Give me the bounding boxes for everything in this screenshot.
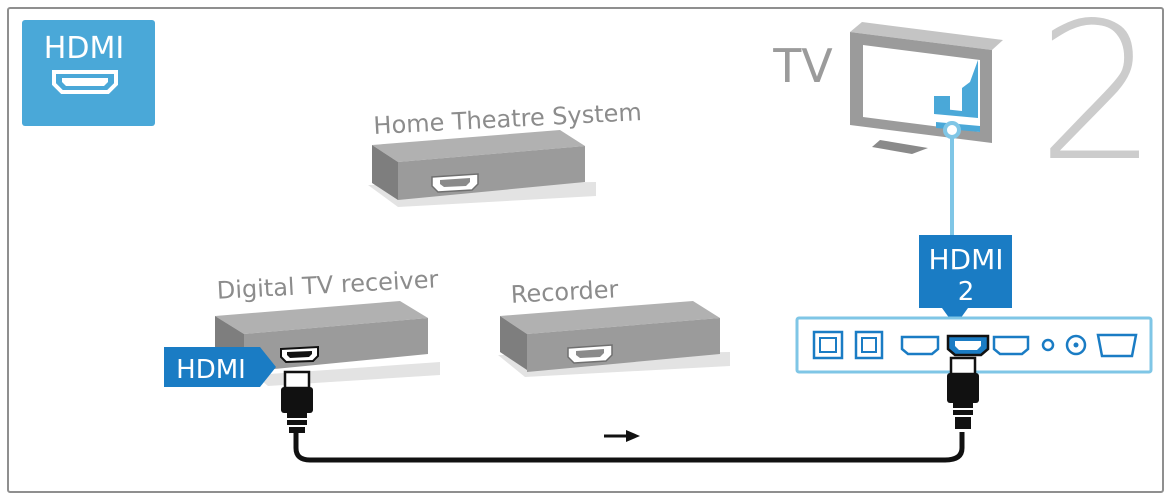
- tv-port-panel: [795, 316, 1153, 374]
- recorder-hdmi-port-icon: [567, 344, 613, 364]
- recorder-label: Recorder: [510, 275, 619, 309]
- arrow-right-icon: [604, 430, 640, 442]
- tv-connection-dot: [943, 121, 961, 139]
- home-theatre-top: [372, 130, 585, 162]
- home-theatre-hdmi-port-icon: [431, 173, 479, 193]
- tv-hdmi2-tag-line1: HDMI: [928, 243, 1003, 276]
- hdmi-badge-label: HDMI: [44, 31, 124, 66]
- tv-stand: [872, 140, 928, 154]
- recorder-device: [498, 301, 730, 377]
- antenna-port-icon: [1065, 334, 1087, 356]
- recorder-top: [500, 301, 720, 334]
- receiver-hdmi-tag-label: HDMI: [176, 355, 246, 385]
- tv-label: TV: [772, 39, 833, 93]
- audio-jack-icon: [1041, 338, 1055, 352]
- tv-hdmi2-tag-line2: 2: [958, 277, 975, 307]
- hdmi-port-2-icon: [946, 334, 990, 357]
- hdmi-cable: [293, 432, 965, 463]
- receiver-hdmi-tag: HDMI: [164, 347, 276, 387]
- vga-port-icon: [1096, 333, 1138, 358]
- digital-receiver-top: [215, 301, 428, 334]
- hdmi-port-icon: [52, 70, 118, 94]
- left-hdmi-plug-icon: [281, 370, 313, 433]
- home-theatre-device: [368, 130, 596, 207]
- tv-top-edge: [850, 22, 1003, 50]
- receiver-hdmi-tag-bg: [164, 347, 276, 387]
- digital-receiver-label: Digital TV receiver: [216, 265, 439, 305]
- ethernet-port-icon: [812, 330, 844, 360]
- digital-receiver-hdmi-port-icon: [280, 345, 319, 364]
- home-theatre-side: [372, 145, 398, 200]
- optical-port-icon: [854, 330, 884, 360]
- tv-hdmi2-tag-bg: [919, 235, 1012, 326]
- tv-screen-glyph-block: [934, 96, 950, 110]
- tv-screen-glyph: [934, 60, 978, 118]
- hdmi-port-1-icon: [900, 335, 940, 356]
- recorder-side: [500, 316, 527, 370]
- home-theatre-label: Home Theatre System: [373, 98, 643, 140]
- hdmi-badge: HDMI: [22, 20, 155, 126]
- tv-icon: [850, 22, 1003, 154]
- step-number: 2: [1037, 0, 1158, 203]
- hdmi-port-3-icon: [992, 335, 1030, 356]
- tv-hdmi2-tag: HDMI 2: [919, 235, 1012, 326]
- right-hdmi-plug-icon: [947, 356, 979, 429]
